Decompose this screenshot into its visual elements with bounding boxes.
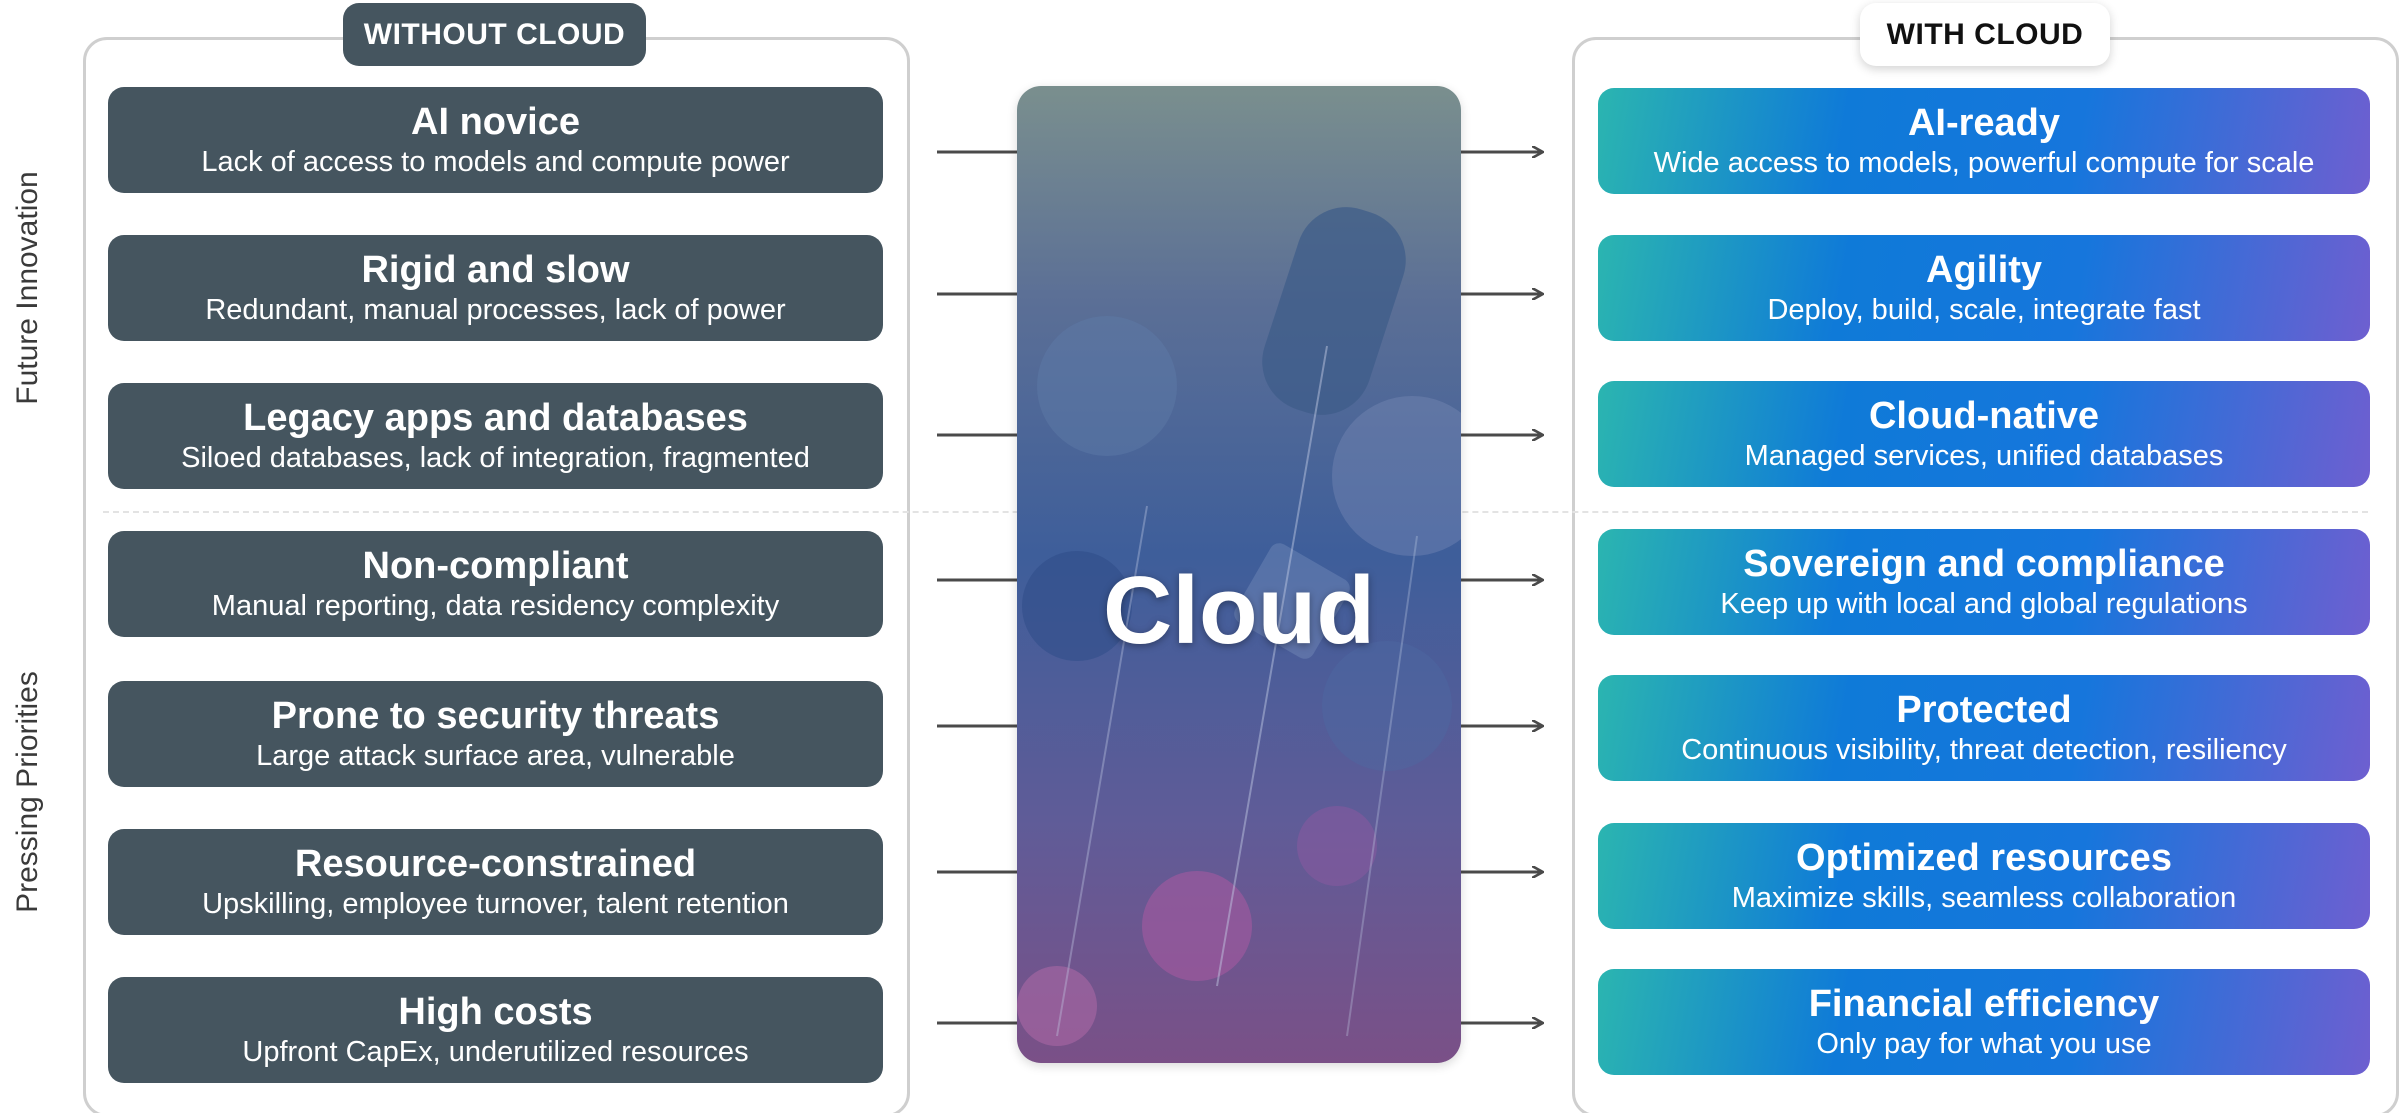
item-subtitle: Upfront CapEx, underutilized resources [242,1036,749,1068]
cloud-abstract-illustration [1017,207,1461,1046]
with-item-protected: Protected Continuous visibility, threat … [1598,675,2370,781]
item-title: Protected [1896,689,2072,731]
item-title: Optimized resources [1796,837,2172,879]
cloud-image-card: Cloud [1017,86,1461,1063]
item-title: Prone to security threats [271,695,720,737]
item-subtitle: Maximize skills, seamless collaboration [1731,882,2237,914]
with-item-financial-efficiency: Financial efficiency Only pay for what y… [1598,969,2370,1075]
without-item-high-costs: High costs Upfront CapEx, underutilized … [108,977,883,1083]
item-subtitle: Upskilling, employee turnover, talent re… [202,888,789,920]
item-subtitle: Keep up with local and global regulation… [1720,588,2248,620]
item-subtitle: Deploy, build, scale, integrate fast [1767,294,2201,326]
item-subtitle: Siloed databases, lack of integration, f… [181,442,810,474]
item-title: Cloud-native [1868,395,2100,437]
item-title: AI novice [411,101,580,143]
item-title: AI-ready [1907,102,2061,144]
item-subtitle: Large attack surface area, vulnerable [256,740,735,772]
with-item-sovereign-compliance: Sovereign and compliance Keep up with lo… [1598,529,2370,635]
item-title: Financial efficiency [1808,983,2160,1025]
item-title: High costs [398,991,593,1033]
item-title: Agility [1925,249,2043,291]
item-subtitle: Only pay for what you use [1816,1028,2152,1060]
with-item-ai-ready: AI-ready Wide access to models, powerful… [1598,88,2370,194]
item-title: Rigid and slow [361,249,630,291]
without-item-rigid-and-slow: Rigid and slow Redundant, manual process… [108,235,883,341]
item-title: Legacy apps and databases [243,397,748,439]
item-title: Resource-constrained [294,843,697,885]
without-item-resource-constrained: Resource-constrained Upskilling, employe… [108,829,883,935]
item-subtitle: Wide access to models, powerful compute … [1653,147,2315,179]
with-item-cloud-native: Cloud-native Managed services, unified d… [1598,381,2370,487]
with-item-optimized-resources: Optimized resources Maximize skills, sea… [1598,823,2370,929]
without-item-legacy-apps: Legacy apps and databases Siloed databas… [108,383,883,489]
cloud-label: Cloud [1103,557,1375,664]
without-item-non-compliant: Non-compliant Manual reporting, data res… [108,531,883,637]
item-title: Sovereign and compliance [1743,543,2225,585]
without-item-ai-novice: AI novice Lack of access to models and c… [108,87,883,193]
item-subtitle: Managed services, unified databases [1744,440,2224,472]
with-cloud-tag: WITH CLOUD [1860,3,2110,66]
item-subtitle: Continuous visibility, threat detection,… [1681,734,2287,766]
item-subtitle: Manual reporting, data residency complex… [211,590,780,622]
item-subtitle: Redundant, manual processes, lack of pow… [205,294,786,326]
with-item-agility: Agility Deploy, build, scale, integrate … [1598,235,2370,341]
without-item-security-threats: Prone to security threats Large attack s… [108,681,883,787]
without-cloud-tag: WITHOUT CLOUD [343,3,646,66]
item-subtitle: Lack of access to models and compute pow… [201,146,790,178]
item-title: Non-compliant [362,545,629,587]
